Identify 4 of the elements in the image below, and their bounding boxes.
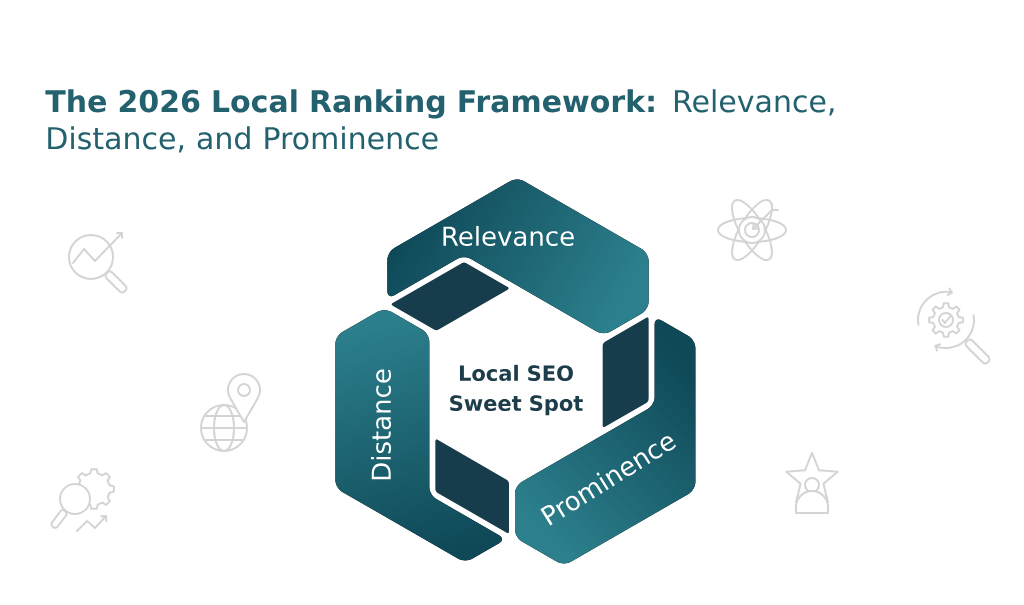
ribbon-fold <box>602 317 649 428</box>
ribbon-fold <box>391 262 509 331</box>
ribbon-fold <box>435 439 509 534</box>
title: The 2026 Local Ranking Framework: Relevance, Distance, and Prominence <box>45 89 834 153</box>
